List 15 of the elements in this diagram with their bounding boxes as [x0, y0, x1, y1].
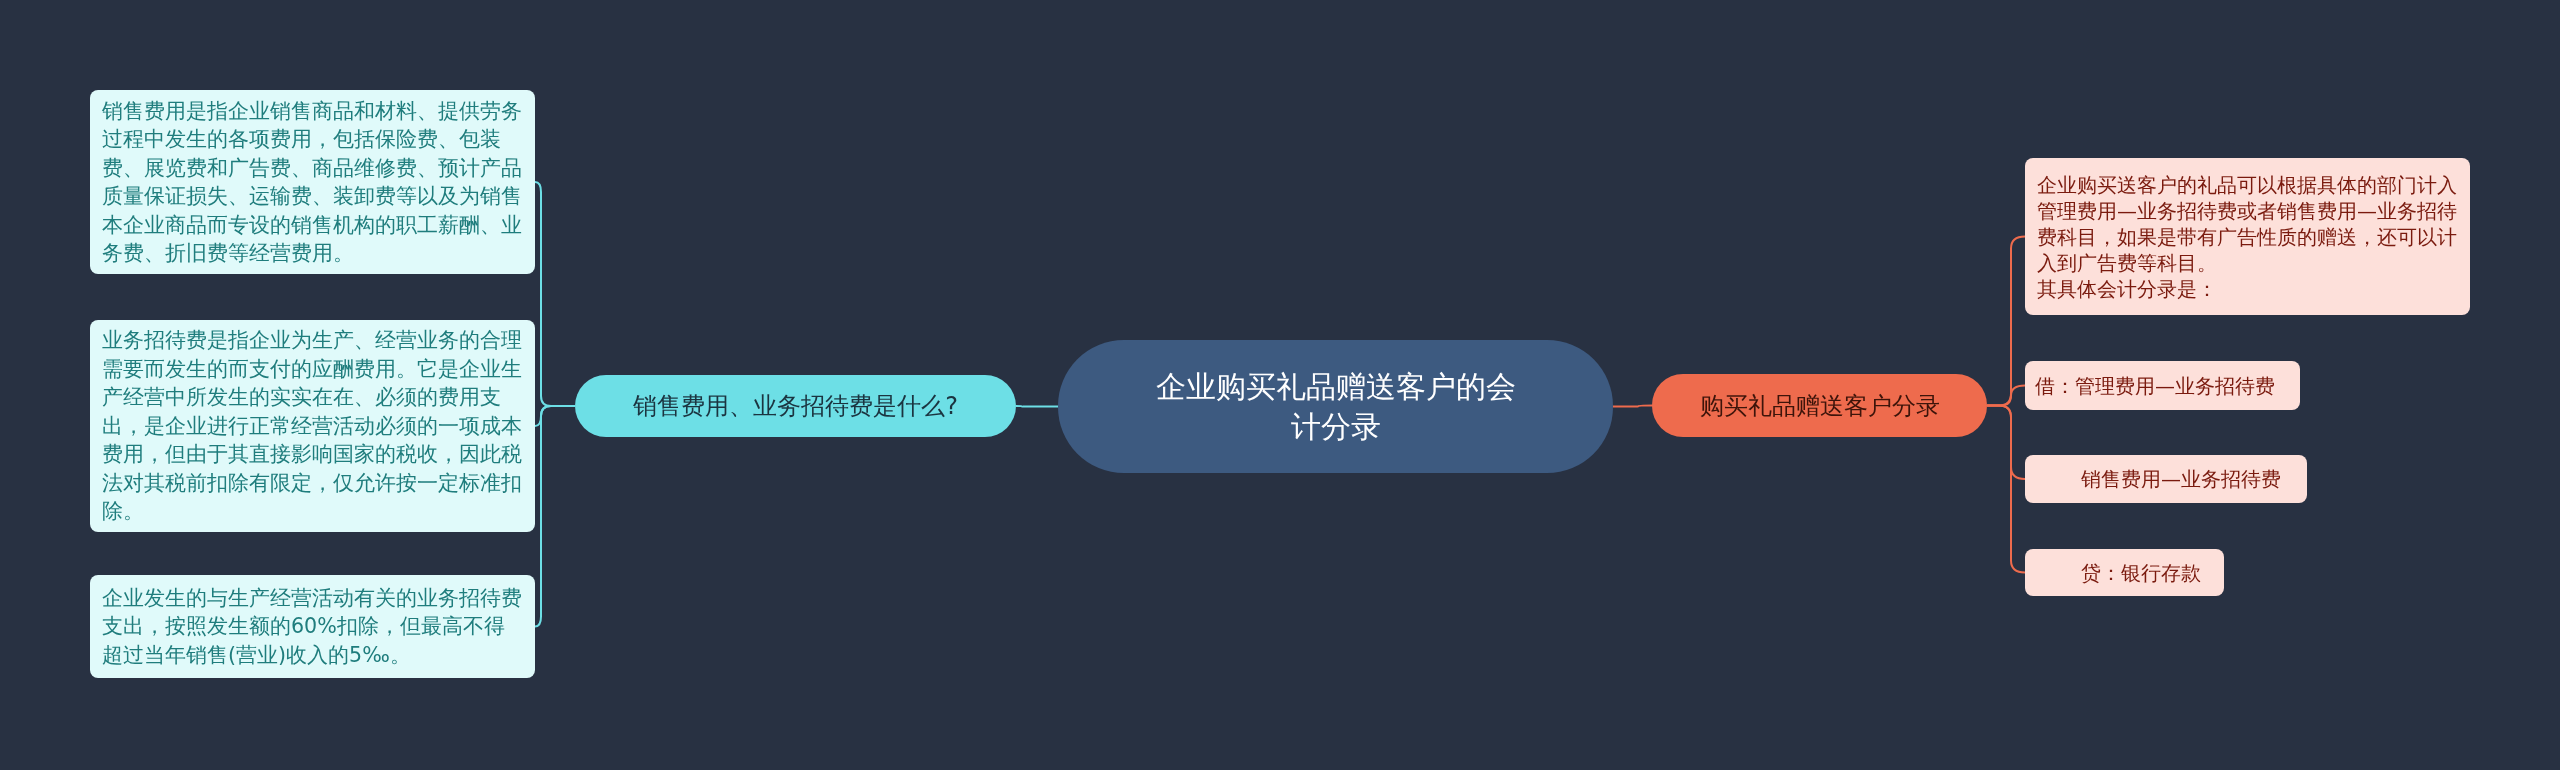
connector-line	[1015, 405, 1059, 408]
note-card	[2025, 158, 2470, 315]
paragraph: 其具体会计分录是：	[2037, 275, 2218, 302]
branch-pill: 销售费用、业务招待费是什么?	[575, 375, 1016, 437]
note-card: 贷：银行存款	[2025, 549, 2224, 596]
note-card: 业务招待费是指企业为生产、经营业务的合理需要而发生的而支付的应酬费用。它是企业生产经营中所发生的实实在在、必须的费用支出，是企业进行正常经营活动必须的一项成本费用，但由于其直接影响国家的税收，因此税法对其税前扣除有限定，仅允许按一定标准扣除。	[90, 320, 535, 532]
branch-pill: 购买礼品赠送客户分录	[1652, 374, 1987, 437]
connector-line	[534, 405, 576, 628]
note-card: 销售费用—业务招待费	[2025, 455, 2307, 503]
note-card: 企业发生的与生产经营活动有关的业务招待费支出，按照发生额的60%扣除，但最高不得超过当年销售(营业)收入的5‰。	[90, 575, 535, 678]
topic-pill: 企业购买礼品赠送客户的会计分录	[1058, 340, 1613, 473]
note-card: 借：管理费用—业务招待费	[2025, 361, 2300, 410]
connector-line	[1986, 404, 2026, 574]
paragraph: 企业购买送客户的礼品可以根据具体的部门计入管理费用—业务招待费或者销售费用—业务招待费科目，如果是带有广告性质的赠送，还可以计入到广告费等科目。	[2037, 171, 2458, 276]
note-card: 销售费用是指企业销售商品和材料、提供劳务过程中发生的各项费用，包括保险费、包装费、展览费和广告费、商品维修费、预计产品质量保证损失、运输费、装卸费等以及为销售本企业商品而专设的销售机构的职工薪酬、业务费、折旧费等经营费用。	[90, 90, 535, 274]
